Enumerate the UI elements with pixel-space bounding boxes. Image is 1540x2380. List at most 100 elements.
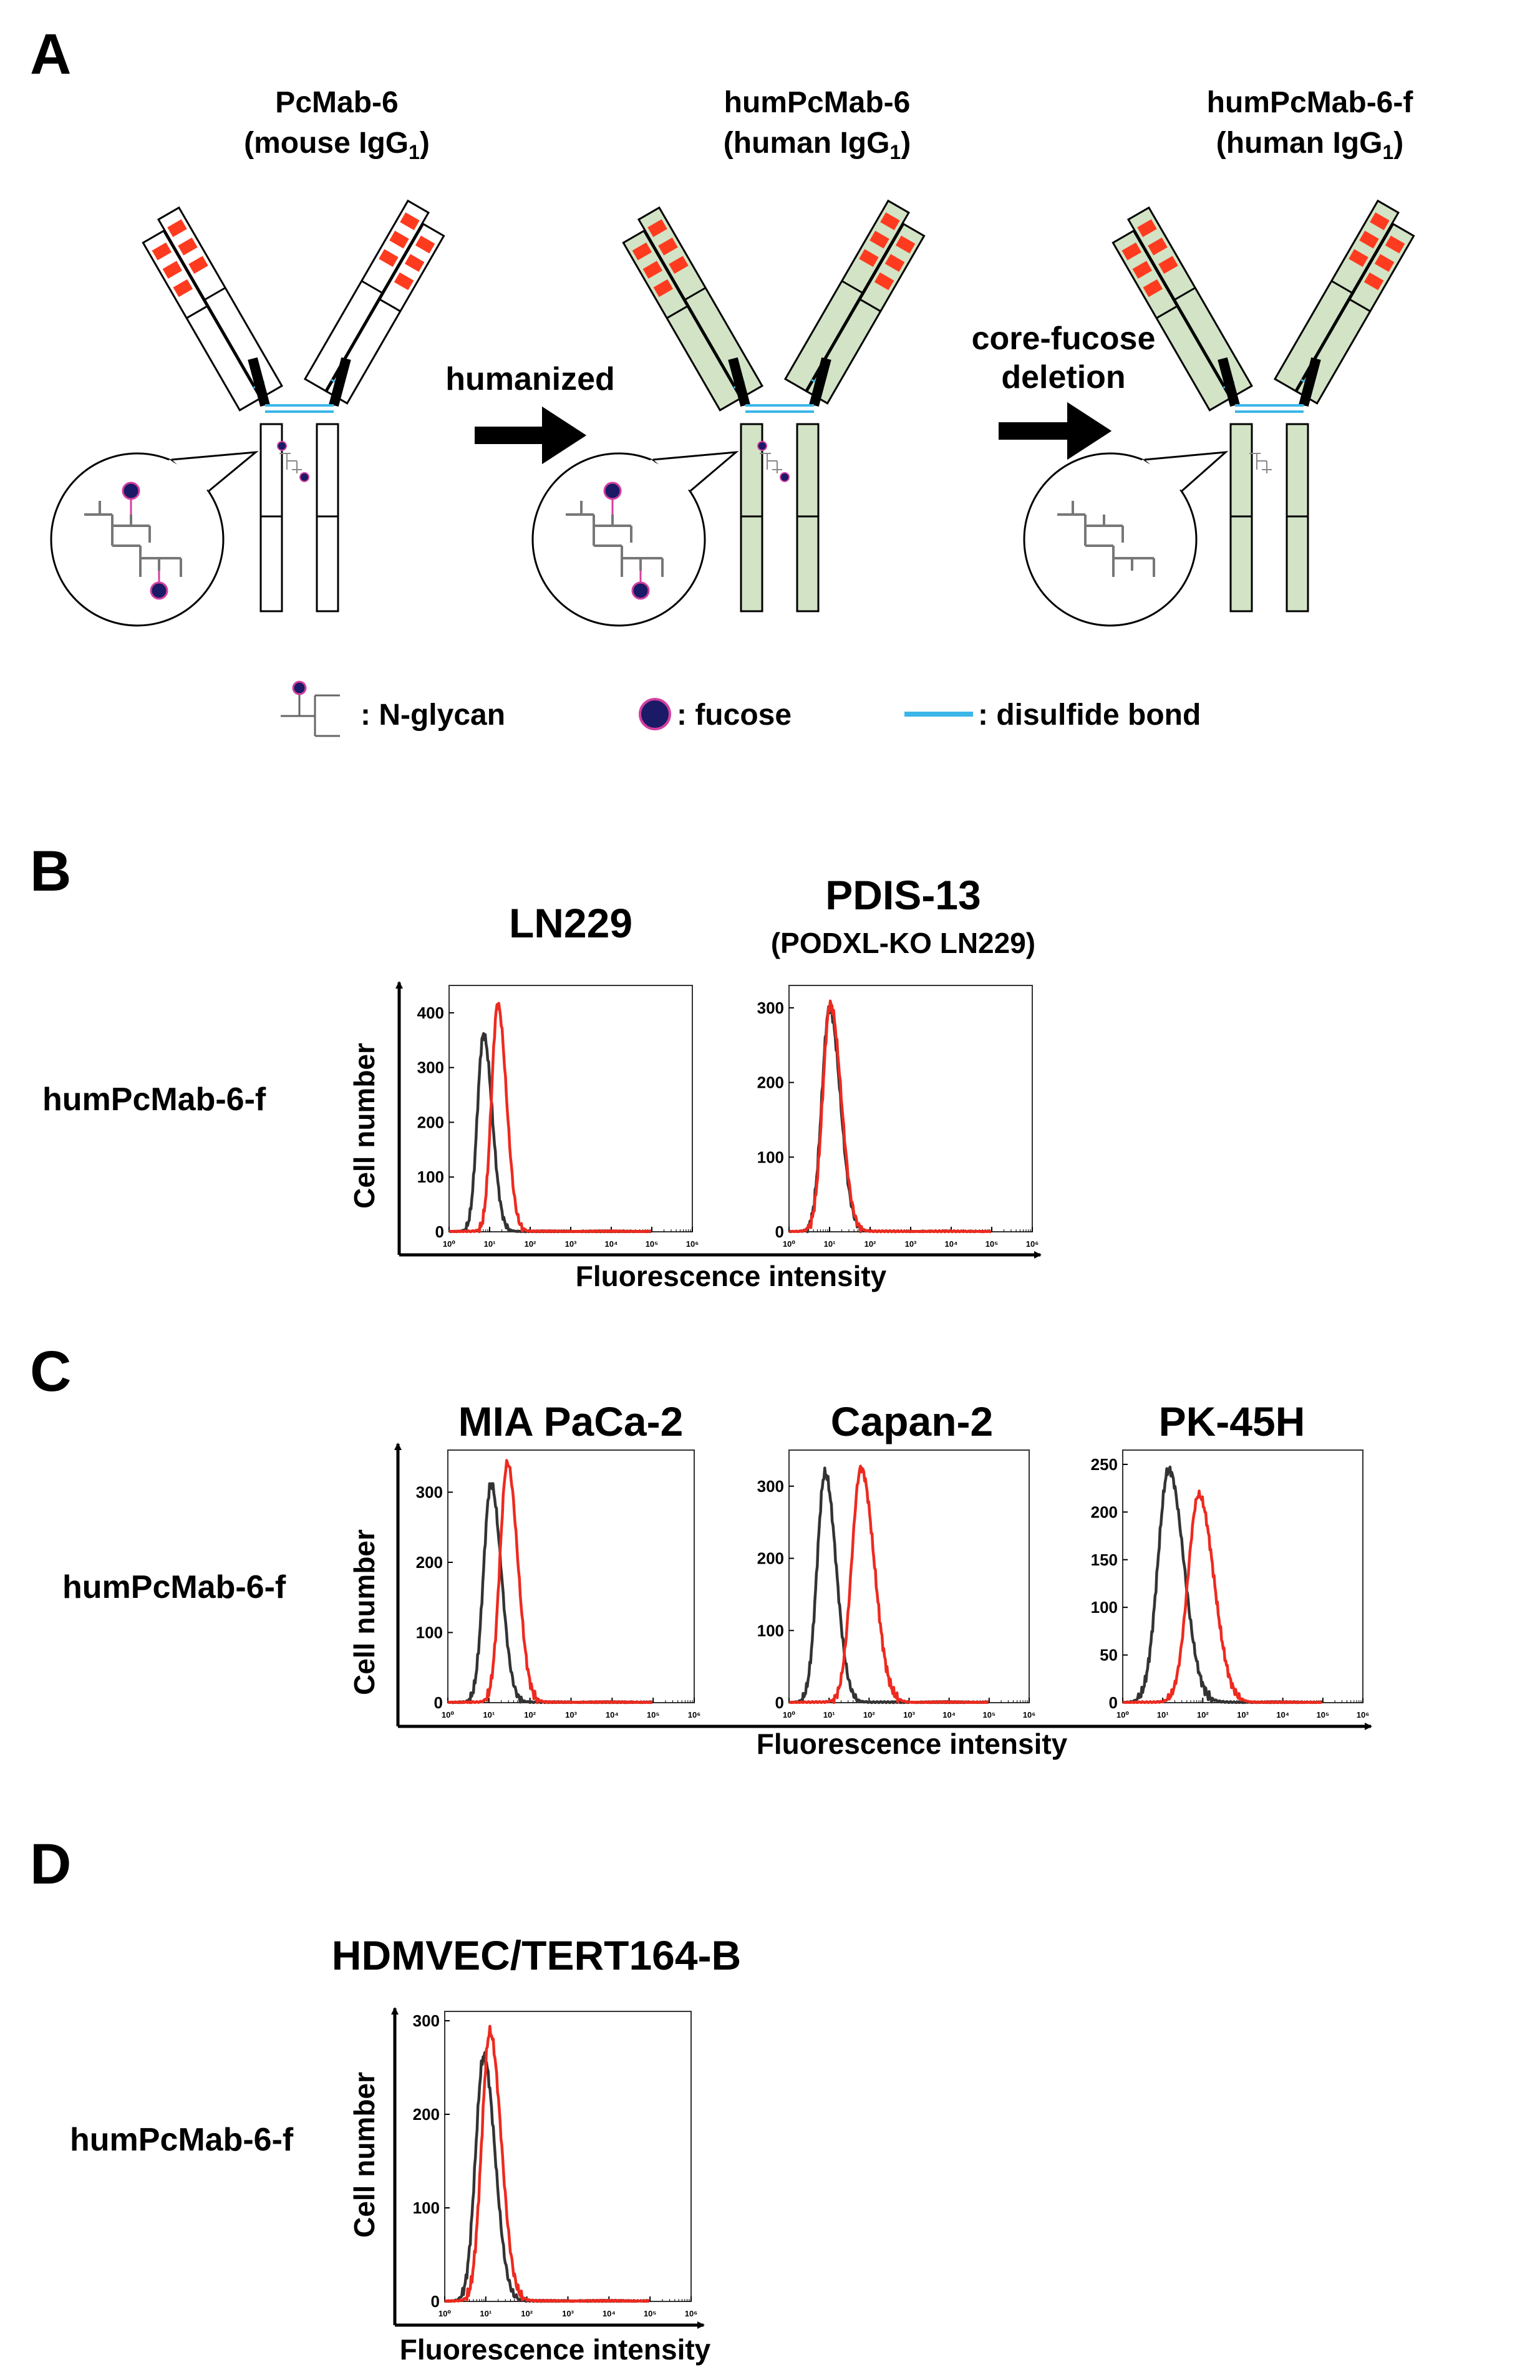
y-tick-label: 400 bbox=[417, 1004, 444, 1022]
cdr-band bbox=[389, 230, 409, 249]
x-tick-label: 10⁵ bbox=[1317, 1710, 1330, 1720]
plot-d1-title: HDMVEC/TERT164-B bbox=[332, 1932, 741, 1978]
zoom-pointer-mask bbox=[1140, 459, 1181, 491]
domain-divider bbox=[1331, 280, 1353, 294]
arrow-2-label-line1: core-fucose bbox=[972, 321, 1156, 357]
x-tick-label: 10⁴ bbox=[1276, 1710, 1289, 1720]
legend-fucose: : fucose bbox=[639, 698, 792, 732]
antibody-1-diagram bbox=[50, 199, 445, 627]
panel-d-row-label: humPcMab-6-f bbox=[70, 2122, 294, 2158]
y-tick-label: 200 bbox=[757, 1073, 784, 1092]
panel-d-x-axis-title: Fluorescence intensity bbox=[400, 2333, 711, 2366]
fab-arm-left bbox=[142, 206, 283, 412]
small-nglycan bbox=[760, 453, 782, 473]
plot-c2-title: Capan-2 bbox=[831, 1398, 993, 1444]
zoom-pointer-mask bbox=[167, 459, 208, 491]
x-tick-label: 10³ bbox=[565, 1239, 577, 1249]
x-tick-label: 10⁵ bbox=[646, 1239, 659, 1249]
plot-frame bbox=[1122, 1449, 1363, 1703]
x-tick-label: 10² bbox=[525, 1239, 536, 1249]
panel-c-x-axis-title: Fluorescence intensity bbox=[757, 1728, 1068, 1760]
antibody-chain bbox=[1126, 206, 1253, 399]
histogram-series bbox=[448, 1032, 652, 1234]
y-tick-label: 100 bbox=[1091, 1598, 1118, 1617]
x-tick-label: 10⁰ bbox=[783, 1239, 795, 1249]
y-tick-label: 50 bbox=[1100, 1646, 1118, 1665]
cdr-band bbox=[669, 256, 689, 274]
x-tick-label: 10⁵ bbox=[647, 1710, 660, 1720]
plot-b2-title: PDIS-13 bbox=[825, 872, 981, 918]
cdr-band bbox=[1137, 219, 1157, 238]
panel-d-outer-axes bbox=[391, 2007, 705, 2329]
plot-b1-title: LN229 bbox=[509, 900, 632, 946]
y-tick-label: 300 bbox=[417, 1058, 444, 1077]
cdr-band bbox=[1370, 212, 1390, 231]
x-tick-label: 10⁴ bbox=[606, 1710, 619, 1720]
cdr-band bbox=[895, 235, 916, 254]
x-tick-label: 10² bbox=[864, 1239, 876, 1249]
plot-c1-title: MIA PaCa-2 bbox=[458, 1398, 684, 1444]
cdr-band bbox=[162, 261, 183, 279]
fc-chain bbox=[796, 423, 820, 612]
cdr-band bbox=[869, 230, 889, 249]
y-tick-label: 100 bbox=[757, 1621, 784, 1640]
y-tick-label: 250 bbox=[1091, 1455, 1118, 1474]
x-tick-label: 10¹ bbox=[824, 1239, 836, 1249]
fc-chain bbox=[740, 423, 763, 612]
x-tick-label: 10⁴ bbox=[603, 2309, 616, 2318]
legend-disulfide-label: : disulfide bond bbox=[978, 699, 1201, 732]
panel-d: D humPcMab-6-f HDMVEC/TERT164-B Cell num… bbox=[30, 1832, 741, 2366]
antibody-chain bbox=[783, 199, 910, 392]
antibody-chain bbox=[157, 206, 283, 399]
cdr-band bbox=[178, 237, 198, 256]
panel-a: A PcMab-6 (mouse IgG1) humPcMab-6 (human… bbox=[30, 22, 1415, 737]
x-tick-label: 10⁶ bbox=[686, 1239, 699, 1249]
plot-b2-subtitle: (PODXL-KO LN229) bbox=[771, 927, 1035, 959]
cdr-band bbox=[647, 219, 667, 238]
y-tick-label: 200 bbox=[416, 1553, 443, 1572]
x-tick-label: 10¹ bbox=[480, 2309, 492, 2318]
cdr-band bbox=[1158, 256, 1178, 274]
cdr-band bbox=[1143, 279, 1163, 298]
x-tick-label: 10⁶ bbox=[688, 1710, 700, 1720]
antibody-chain bbox=[1273, 199, 1400, 392]
x-tick-label: 10⁰ bbox=[783, 1710, 795, 1720]
histogram-series bbox=[448, 1002, 652, 1234]
y-tick-label: 200 bbox=[757, 1549, 784, 1568]
x-tick-label: 10⁴ bbox=[942, 1710, 956, 1720]
small-fucose bbox=[757, 441, 767, 451]
fab-arm-right bbox=[303, 199, 445, 405]
y-tick-label: 100 bbox=[413, 2199, 440, 2217]
antibody-3-name: humPcMab-6-f bbox=[1207, 86, 1414, 119]
cdr-band bbox=[1363, 272, 1384, 291]
antibody-2-subtype: (human IgG1) bbox=[724, 127, 911, 163]
small-fucose bbox=[780, 472, 790, 482]
antibody-1-subtype: (mouse IgG1) bbox=[244, 127, 430, 163]
cdr-band bbox=[880, 212, 900, 231]
histogram-series bbox=[788, 1466, 989, 1705]
x-tick-label: 10² bbox=[521, 2309, 533, 2318]
panel-b: B humPcMab-6-f LN229 PDIS-13 (PODXL-KO L… bbox=[30, 839, 1042, 1292]
antibody-2-name: humPcMab-6 bbox=[724, 86, 911, 119]
small-nglycan bbox=[279, 453, 302, 473]
nglycan-icon bbox=[281, 680, 340, 737]
hinge-right bbox=[1299, 357, 1321, 407]
panel-b-x-axis-title: Fluorescence intensity bbox=[576, 1260, 887, 1292]
small-fucose bbox=[277, 441, 287, 451]
y-tick-label: 150 bbox=[1091, 1550, 1118, 1569]
panel-c-row-label: humPcMab-6-f bbox=[62, 1569, 286, 1605]
zoom-circle bbox=[50, 452, 225, 627]
histogram-series bbox=[788, 999, 992, 1234]
x-tick-label: 10⁴ bbox=[605, 1239, 618, 1249]
fab-arm-left bbox=[1111, 206, 1253, 412]
histogram-series bbox=[444, 2051, 650, 2303]
zoom-circle bbox=[531, 452, 706, 627]
y-tick-label: 300 bbox=[413, 2011, 440, 2030]
panel-c-letter: C bbox=[30, 1340, 71, 1403]
x-tick-label: 10² bbox=[1197, 1710, 1209, 1720]
x-tick-label: 10³ bbox=[565, 1710, 577, 1720]
